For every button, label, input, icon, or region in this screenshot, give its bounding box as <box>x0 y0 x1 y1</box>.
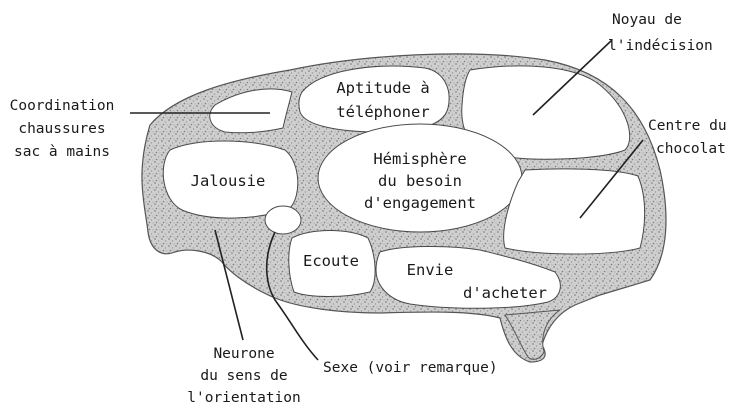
neurone-label-line2: du sens de <box>200 368 287 384</box>
envie-label-line1: Envie <box>407 261 454 279</box>
noyau-label-line2: l'indécision <box>608 38 713 54</box>
jalousie-label: Jalousie <box>191 172 266 190</box>
centre-label-line2: chocolat <box>656 141 726 157</box>
hemisphere-label-line1: Hémisphère <box>373 150 466 168</box>
aptitude-label-line2: téléphoner <box>336 103 429 121</box>
neurone-label-line1: Neurone <box>213 346 274 362</box>
coordination-label-line3: sac à mains <box>14 144 110 160</box>
neurone-orientation-shape <box>265 206 301 234</box>
ecoute-label: Ecoute <box>303 252 359 270</box>
coordination-label-line2: chaussures <box>18 121 105 137</box>
lobe-chocolat <box>504 169 645 254</box>
sexe-label: Sexe (voir remarque) <box>323 360 498 376</box>
envie-label-line2: d'acheter <box>463 284 547 302</box>
hemisphere-label-line3: d'engagement <box>364 194 476 212</box>
centre-label-line1: Centre du <box>648 118 727 134</box>
neurone-label-line3: l'orientation <box>187 390 301 406</box>
hemisphere-label-line2: du besoin <box>378 172 462 190</box>
coordination-label-line1: Coordination <box>10 98 115 114</box>
aptitude-label-line1: Aptitude à <box>336 79 429 97</box>
noyau-label-line1: Noyau de <box>612 12 682 28</box>
